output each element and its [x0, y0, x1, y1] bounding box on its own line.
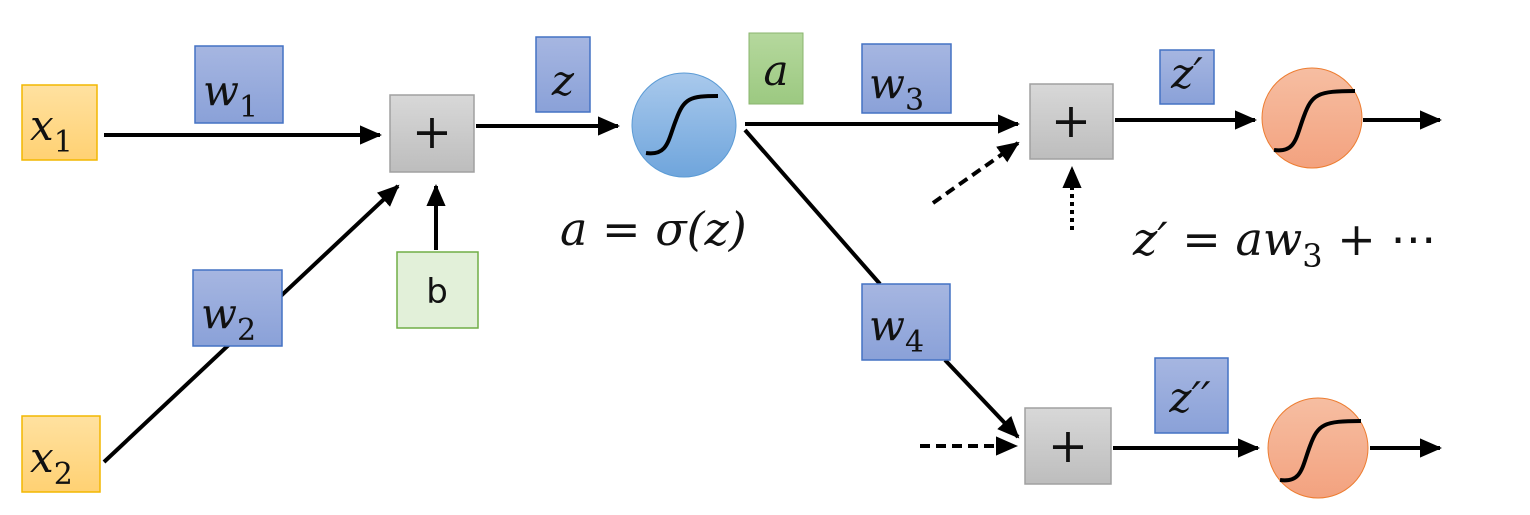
svg-text:+: +: [1051, 93, 1091, 149]
edge-dashed-sum2: [931, 141, 1020, 205]
output-neuron-2: [1267, 397, 1369, 499]
sigmoid-icon: [645, 94, 719, 156]
weight-w1: w1: [194, 45, 284, 125]
weight-w4: w4: [861, 283, 951, 361]
output-neuron-1: [1261, 67, 1363, 169]
svg-text:a: a: [763, 46, 788, 95]
svg-text:b: b: [426, 272, 448, 312]
svg-text:z′′: z′′: [1168, 373, 1211, 422]
sum-node-2: +: [1029, 83, 1114, 160]
sum-node-3: +: [1024, 407, 1112, 485]
edge-w4-sum3: [943, 358, 1020, 439]
svg-text:z′: z′: [1170, 49, 1203, 98]
hidden-neuron: [631, 72, 737, 178]
svg-text:+: +: [1048, 418, 1088, 474]
svg-text:w1: w1: [203, 66, 258, 125]
input-x2: x2: [21, 415, 101, 493]
z-label: z: [535, 36, 591, 113]
z-prime-equation: z′ = aw3 + ⋯: [1132, 212, 1436, 275]
svg-text:x2: x2: [30, 433, 73, 492]
input-x1: x1: [21, 84, 98, 161]
svg-text:w2: w2: [201, 289, 256, 348]
edges: [102, 110, 1442, 464]
svg-text:+: +: [412, 104, 452, 160]
weight-w3: w3: [861, 43, 952, 118]
a-label: a: [748, 32, 804, 105]
z-double-prime-label: z′′: [1154, 357, 1229, 434]
svg-text:z: z: [551, 56, 575, 105]
bias-b: b: [396, 251, 479, 329]
svg-text:w3: w3: [869, 59, 924, 118]
z-prime-label: z′: [1159, 49, 1215, 105]
svg-text:w4: w4: [869, 301, 924, 360]
sum-node-1: +: [389, 94, 475, 173]
sigmoid-icon: [1279, 419, 1362, 483]
weight-w2: w2: [192, 269, 283, 348]
svg-text:x1: x1: [30, 101, 73, 160]
edge-a-w4: [743, 128, 882, 286]
sigmoid-icon: [1273, 89, 1356, 153]
activation-equation: a = σ(z): [560, 202, 747, 256]
